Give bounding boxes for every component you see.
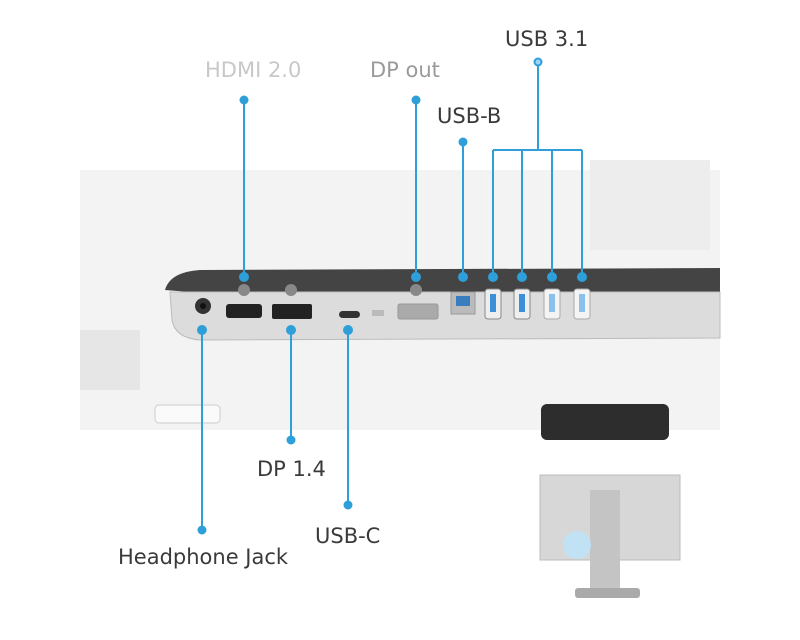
label-dp-out: DP out [370,58,440,82]
label-headphone-jack: Headphone Jack [118,545,289,569]
usb31-ports [484,288,591,320]
dp14-port [272,304,312,319]
stand-foot [541,404,669,440]
screw-icon [238,284,250,296]
callout-lines [197,57,587,535]
label-hdmi: HDMI 2.0 [205,58,302,82]
label-usbc: USB-C [315,524,381,548]
usbc-port [339,311,360,318]
dp-out-port [397,303,439,320]
label-dp14: DP 1.4 [257,457,326,481]
monitor-inset [539,474,681,598]
label-usb-b: USB-B [437,104,502,128]
label-usb31: USB 3.1 [505,27,589,51]
hdmi-port [226,304,262,318]
